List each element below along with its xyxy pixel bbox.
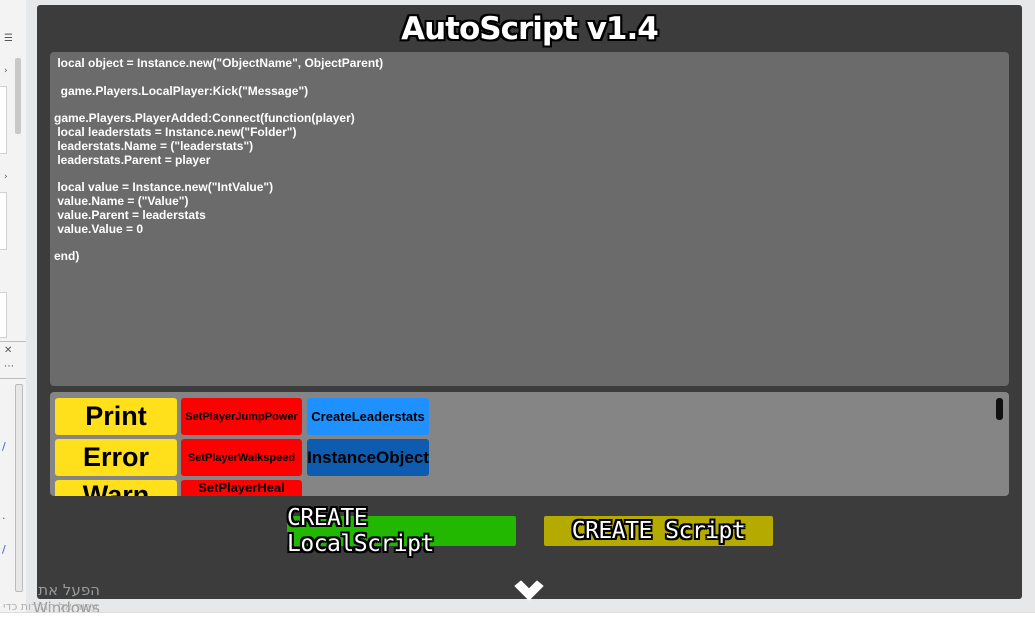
activate-windows-subtext: עבור אל הגדרות כדי — [3, 600, 98, 613]
chevron-down-icon[interactable] — [513, 580, 545, 604]
panel-item — [0, 192, 7, 250]
set-player-jump-power-button[interactable]: SetPlayerJumpPower — [181, 398, 302, 435]
set-player-heal-button[interactable]: SetPlayerHeal — [181, 480, 302, 496]
create-script-button[interactable]: CREATE Script — [544, 516, 773, 546]
line-mark: · — [2, 512, 6, 525]
code-text[interactable]: local object = Instance.new("ObjectName"… — [54, 56, 384, 264]
side-scrollbar[interactable] — [15, 58, 21, 134]
print-button[interactable]: Print — [55, 398, 177, 435]
line-mark: / — [2, 440, 6, 453]
instance-object-button[interactable]: InstanceObject — [307, 439, 429, 476]
panel-item — [0, 86, 7, 154]
panel-item — [0, 292, 7, 338]
snippet-buttons-panel: Print Error Warn SetPlayerJumpPower SetP… — [50, 392, 1009, 496]
more-icon[interactable]: ⋯ — [4, 361, 14, 372]
close-icon[interactable]: ✕ — [4, 345, 13, 356]
bottom-bar — [0, 612, 1035, 632]
line-mark: / — [2, 543, 6, 556]
app-title: AutoScript v1.4 — [401, 11, 659, 47]
studio-side-panel: ☰ › › ✕ ⋯ / · / — [0, 0, 27, 631]
set-player-walkspeed-button[interactable]: SetPlayerWalkspeed — [181, 439, 302, 476]
warn-button[interactable]: Warn — [55, 480, 177, 496]
explorer-scrollbar[interactable] — [15, 384, 23, 592]
create-localscript-button[interactable]: CREATE LocalScript — [287, 505, 516, 557]
create-leaderstats-button[interactable]: CreateLeaderstats — [307, 398, 429, 435]
snippet-scrollbar[interactable] — [996, 398, 1003, 420]
code-editor[interactable]: local object = Instance.new("ObjectName"… — [50, 52, 1009, 386]
error-button[interactable]: Error — [55, 439, 177, 476]
divider — [0, 341, 26, 342]
divider — [0, 378, 26, 379]
sliders-icon[interactable]: ☰ — [4, 33, 13, 44]
chevron-right-icon[interactable]: › — [4, 66, 8, 76]
chevron-right-icon[interactable]: › — [4, 172, 8, 182]
autoscript-panel: AutoScript v1.4 local object = Instance.… — [37, 5, 1022, 599]
